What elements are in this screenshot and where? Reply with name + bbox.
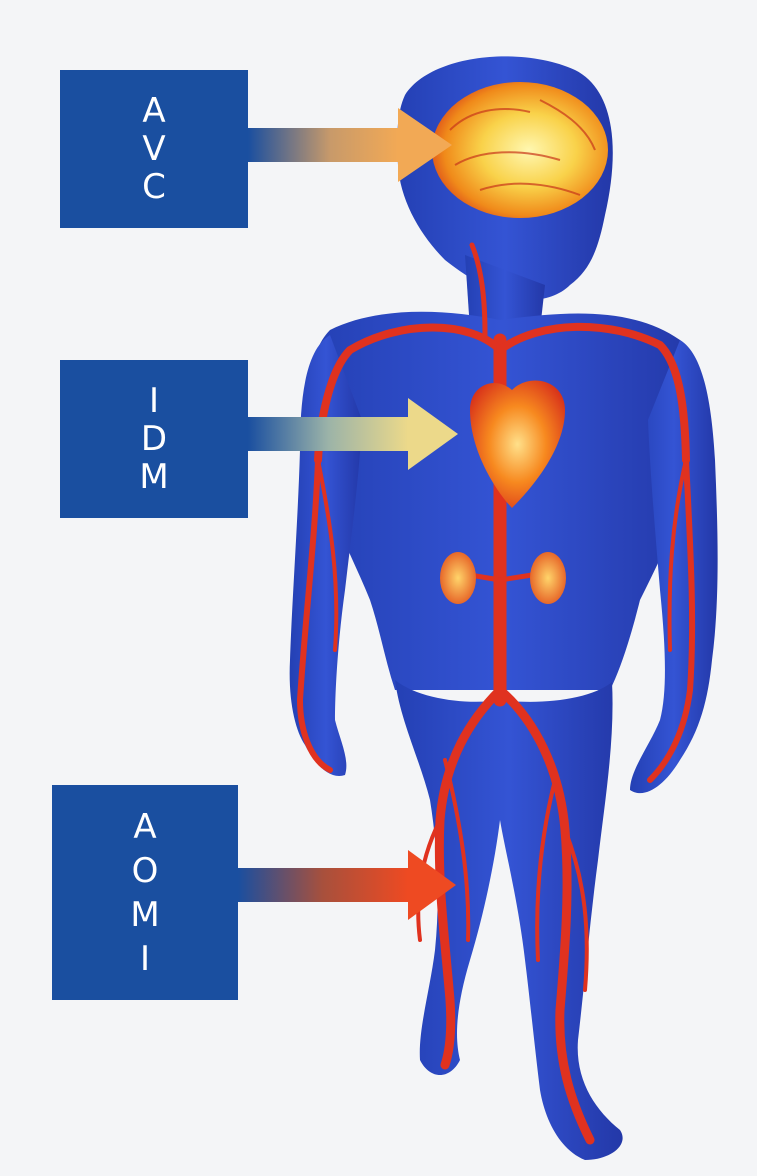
label-letter: D bbox=[141, 420, 167, 458]
label-letter: O bbox=[132, 849, 159, 893]
left-kidney bbox=[440, 552, 476, 604]
label-box-avc: A V C bbox=[60, 70, 248, 228]
label-letter: I bbox=[140, 937, 150, 981]
label-letter: C bbox=[142, 168, 166, 206]
label-letter: V bbox=[142, 130, 165, 168]
brain-highlight bbox=[432, 82, 608, 218]
label-box-idm: I D M bbox=[60, 360, 248, 518]
label-letter: M bbox=[130, 893, 159, 937]
right-kidney bbox=[530, 552, 566, 604]
label-letter: A bbox=[142, 92, 165, 130]
label-box-aomi: A O M I bbox=[52, 785, 238, 1000]
label-letter: M bbox=[139, 458, 168, 496]
label-letter: A bbox=[133, 805, 156, 849]
label-letter: I bbox=[149, 382, 159, 420]
